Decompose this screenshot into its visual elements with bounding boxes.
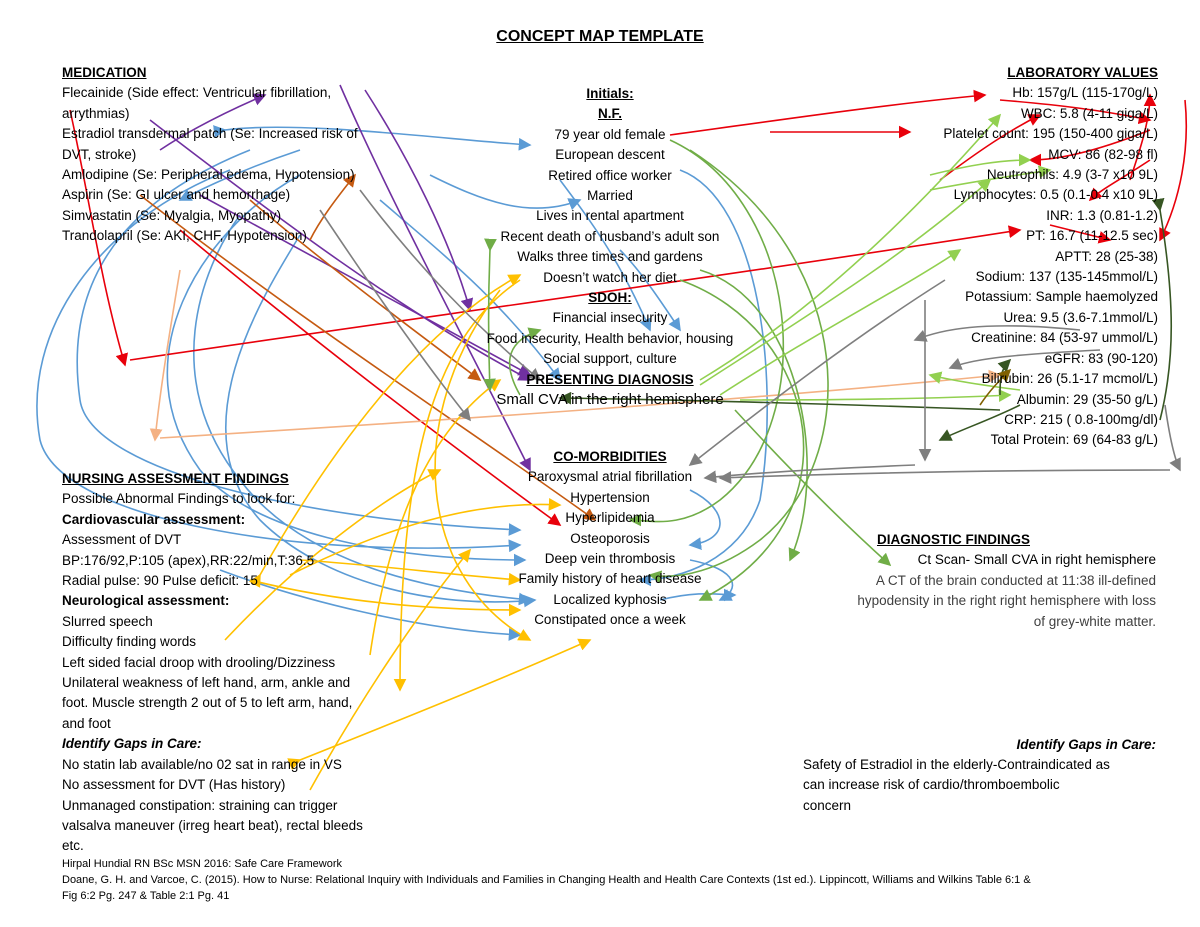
lab-item: eGFR: 83 (90-120) — [1044, 350, 1158, 366]
lab-values-header: LABORATORY VALUES — [1007, 65, 1158, 80]
neuro-line: Difficulty finding words — [62, 634, 197, 650]
presenting-diagnosis: Small CVA in the right hemisphere — [496, 391, 724, 409]
patient-line: 79 year old female — [554, 126, 666, 142]
medication-section: MEDICATION Flecainide (Side effect: Vent… — [62, 63, 358, 247]
diagnostic-gap-line: concern — [803, 797, 852, 813]
neuro-line: Unilateral weakness of left hand, arm, a… — [62, 675, 351, 691]
lab-values-section: LABORATORY VALUES Hb: 157g/L (115-170g/L… — [860, 63, 1158, 451]
diagnostic-findings-section: DIAGNOSTIC FINDINGS Ct Scan- Small CVA i… — [790, 530, 1156, 632]
diagnostic-gaps-section: Safety of Estradiol in the elderly-Contr… — [803, 755, 1110, 816]
neuro-line: Slurred speech — [62, 613, 153, 629]
medication-line: Trandolapril (Se: AKI, CHF, Hypotension) — [62, 228, 307, 244]
comorbidity-item: Paroxysmal atrial fibrillation — [527, 469, 693, 485]
lab-item: Albumin: 29 (35-50 g/L) — [1016, 391, 1158, 407]
medication-line: Flecainide (Side effect: Ventricular fib… — [62, 85, 332, 101]
comorbidity-item: Hyperlipidemia — [565, 510, 655, 526]
patient-line: Recent death of husband’s adult son — [500, 228, 720, 244]
lab-item: MCV: 86 (82-98 fl) — [1048, 146, 1158, 162]
comorbidity-item: Constipated once a week — [534, 612, 686, 628]
ct-scan-line: Ct Scan- Small CVA in right hemisphere — [917, 552, 1156, 568]
comorbidity-item: Localized kyphosis — [553, 591, 667, 607]
cardio-line: BP:176/92,P:105 (apex),RR:22/min,T:36.5 — [62, 552, 315, 568]
lab-item: Urea: 9.5 (3.6-7.1mmol/L) — [1003, 309, 1158, 325]
diagnostic-findings-header: DIAGNOSTIC FINDINGS — [876, 532, 1030, 547]
initials-label: Initials: — [586, 86, 634, 101]
nursing-assessment-header: NURSING ASSESSMENT FINDINGS — [62, 471, 289, 486]
diagnostic-gap-line: Safety of Estradiol in the elderly-Contr… — [803, 757, 1110, 772]
medication-line: DVT, stroke) — [62, 146, 137, 162]
lab-item: Total Protein: 69 (64-83 g/L) — [990, 432, 1158, 448]
footer-line: Doane, G. H. and Varcoe, C. (2015). How … — [62, 874, 1031, 886]
medication-line: Estradiol transdermal patch (Se: Increas… — [62, 126, 358, 142]
nursing-gap-line: Unmanaged constipation: straining can tr… — [62, 797, 338, 813]
footer-line: Fig 6:2 Pg. 247 & Table 2:1 Pg. 41 — [62, 890, 230, 902]
lab-item: APTT: 28 (25-38) — [1055, 248, 1158, 264]
nursing-gap-line: No statin lab available/no 02 sat in ran… — [62, 756, 342, 772]
patient-line: Retired office worker — [548, 167, 672, 183]
lab-item: Hb: 157g/L (115-170g/L) — [1012, 85, 1158, 101]
cardio-label: Cardiovascular assessment: — [62, 511, 246, 527]
lab-item: CRP: 215 ( 0.8-100mg/dl) — [1004, 411, 1158, 427]
cardio-line: Assessment of DVT — [62, 532, 182, 548]
sdoh-label: SDOH: — [588, 290, 632, 306]
lab-item: Neutrophils: 4.9 (3-7 x10 9L) — [986, 167, 1158, 183]
nursing-gap-line: No assessment for DVT (Has history) — [62, 777, 286, 793]
footer-line: Hirpal Hundial RN BSc MSN 2016: Safe Car… — [62, 858, 342, 870]
lab-item: INR: 1.3 (0.81-1.2) — [1046, 207, 1158, 223]
nursing-gap-line: etc. — [62, 838, 84, 854]
medication-header: MEDICATION — [62, 65, 147, 80]
comorbidities-section: CO-MORBIDITIES Paroxysmal atrial fibrill… — [460, 447, 760, 631]
nursing-assessment-section: NURSING ASSESSMENT FINDINGS Possible Abn… — [62, 469, 363, 857]
neuro-line: and foot — [62, 715, 111, 731]
sdoh-line: Financial insecurity — [552, 310, 668, 326]
patient-line: Married — [587, 188, 633, 204]
patient-line: European descent — [555, 147, 665, 163]
lab-item: Platelet count: 195 (150-400 giga/L) — [943, 126, 1158, 142]
comorbidity-item: Hypertension — [570, 489, 650, 505]
lab-item: Sodium: 137 (135-145mmol/L) — [975, 269, 1158, 285]
comorbidity-item: Family history of heart disease — [518, 571, 702, 587]
comorbidity-item: Osteoporosis — [570, 530, 650, 546]
ct-detail-line: hypodensity in the right right hemispher… — [857, 593, 1156, 609]
patient-line: Walks three times and gardens — [517, 249, 703, 265]
comorbidity-item: Deep vein thrombosis — [544, 551, 676, 567]
footer-references: Hirpal Hundial RN BSc MSN 2016: Safe Car… — [62, 856, 1031, 904]
ct-detail-line: of grey-white matter. — [1033, 613, 1156, 629]
ct-detail-line: A CT of the brain conducted at 11:38 ill… — [875, 572, 1156, 588]
nursing-intro: Possible Abnormal Findings to look for: — [62, 491, 296, 507]
diagnostic-gap-line: can increase risk of cardio/thromboembol… — [803, 777, 1060, 793]
patient-initials: N.F. — [597, 106, 622, 122]
patient-line: Lives in rental apartment — [536, 208, 684, 224]
presenting-diagnosis-header: PRESENTING DIAGNOSIS — [526, 371, 694, 387]
lab-item: Potassium: Sample haemolyzed — [965, 289, 1158, 305]
neuro-label: Neurological assessment: — [62, 593, 230, 609]
patient-line: Doesn’t watch her diet — [543, 269, 677, 285]
nursing-gaps-label: Identify Gaps in Care: — [62, 736, 202, 752]
lab-item: Bilirubin: 26 (5.1-17 mcmol/L) — [981, 371, 1158, 387]
medication-line: Amlodipine (Se: Peripheral edema, Hypote… — [62, 167, 355, 183]
lab-item: Lymphocytes: 0.5 (0.1-0.4 x10 9L) — [953, 187, 1158, 203]
page-title: CONCEPT MAP TEMPLATE — [496, 28, 704, 45]
lab-item: PT: 16.7 (11-12.5 sec) — [1026, 228, 1158, 244]
neuro-line: Left sided facial droop with drooling/Di… — [62, 654, 336, 670]
medication-line: arrythmias) — [62, 105, 130, 121]
diagnostic-gaps-label-wrap: Identify Gaps in Care: — [790, 735, 1156, 755]
sdoh-line: Social support, culture — [543, 351, 677, 367]
patient-section: Initials: N.F. 79 year old female Europe… — [460, 84, 760, 411]
cardio-line: Radial pulse: 90 Pulse deficit: 15 — [62, 573, 258, 589]
medication-line: Aspirin (Se: GI ulcer and hemorrhage) — [62, 187, 291, 203]
sdoh-line: Food insecurity, Health behavior, housin… — [486, 330, 734, 346]
neuro-line: foot. Muscle strength 2 out of 5 to left… — [62, 695, 353, 711]
lab-item: Creatinine: 84 (53-97 ummol/L) — [971, 330, 1158, 346]
medication-line: Simvastatin (Se: Myalgia, Myopathy) — [62, 207, 282, 223]
comorbidities-header: CO-MORBIDITIES — [553, 449, 667, 464]
diagnostic-gaps-label: Identify Gaps in Care: — [1016, 737, 1156, 752]
nursing-gap-line: valsalva maneuver (irreg heart beat), re… — [62, 817, 363, 833]
lab-item: WBC: 5.8 (4-11 giga/L) — [1020, 105, 1158, 121]
